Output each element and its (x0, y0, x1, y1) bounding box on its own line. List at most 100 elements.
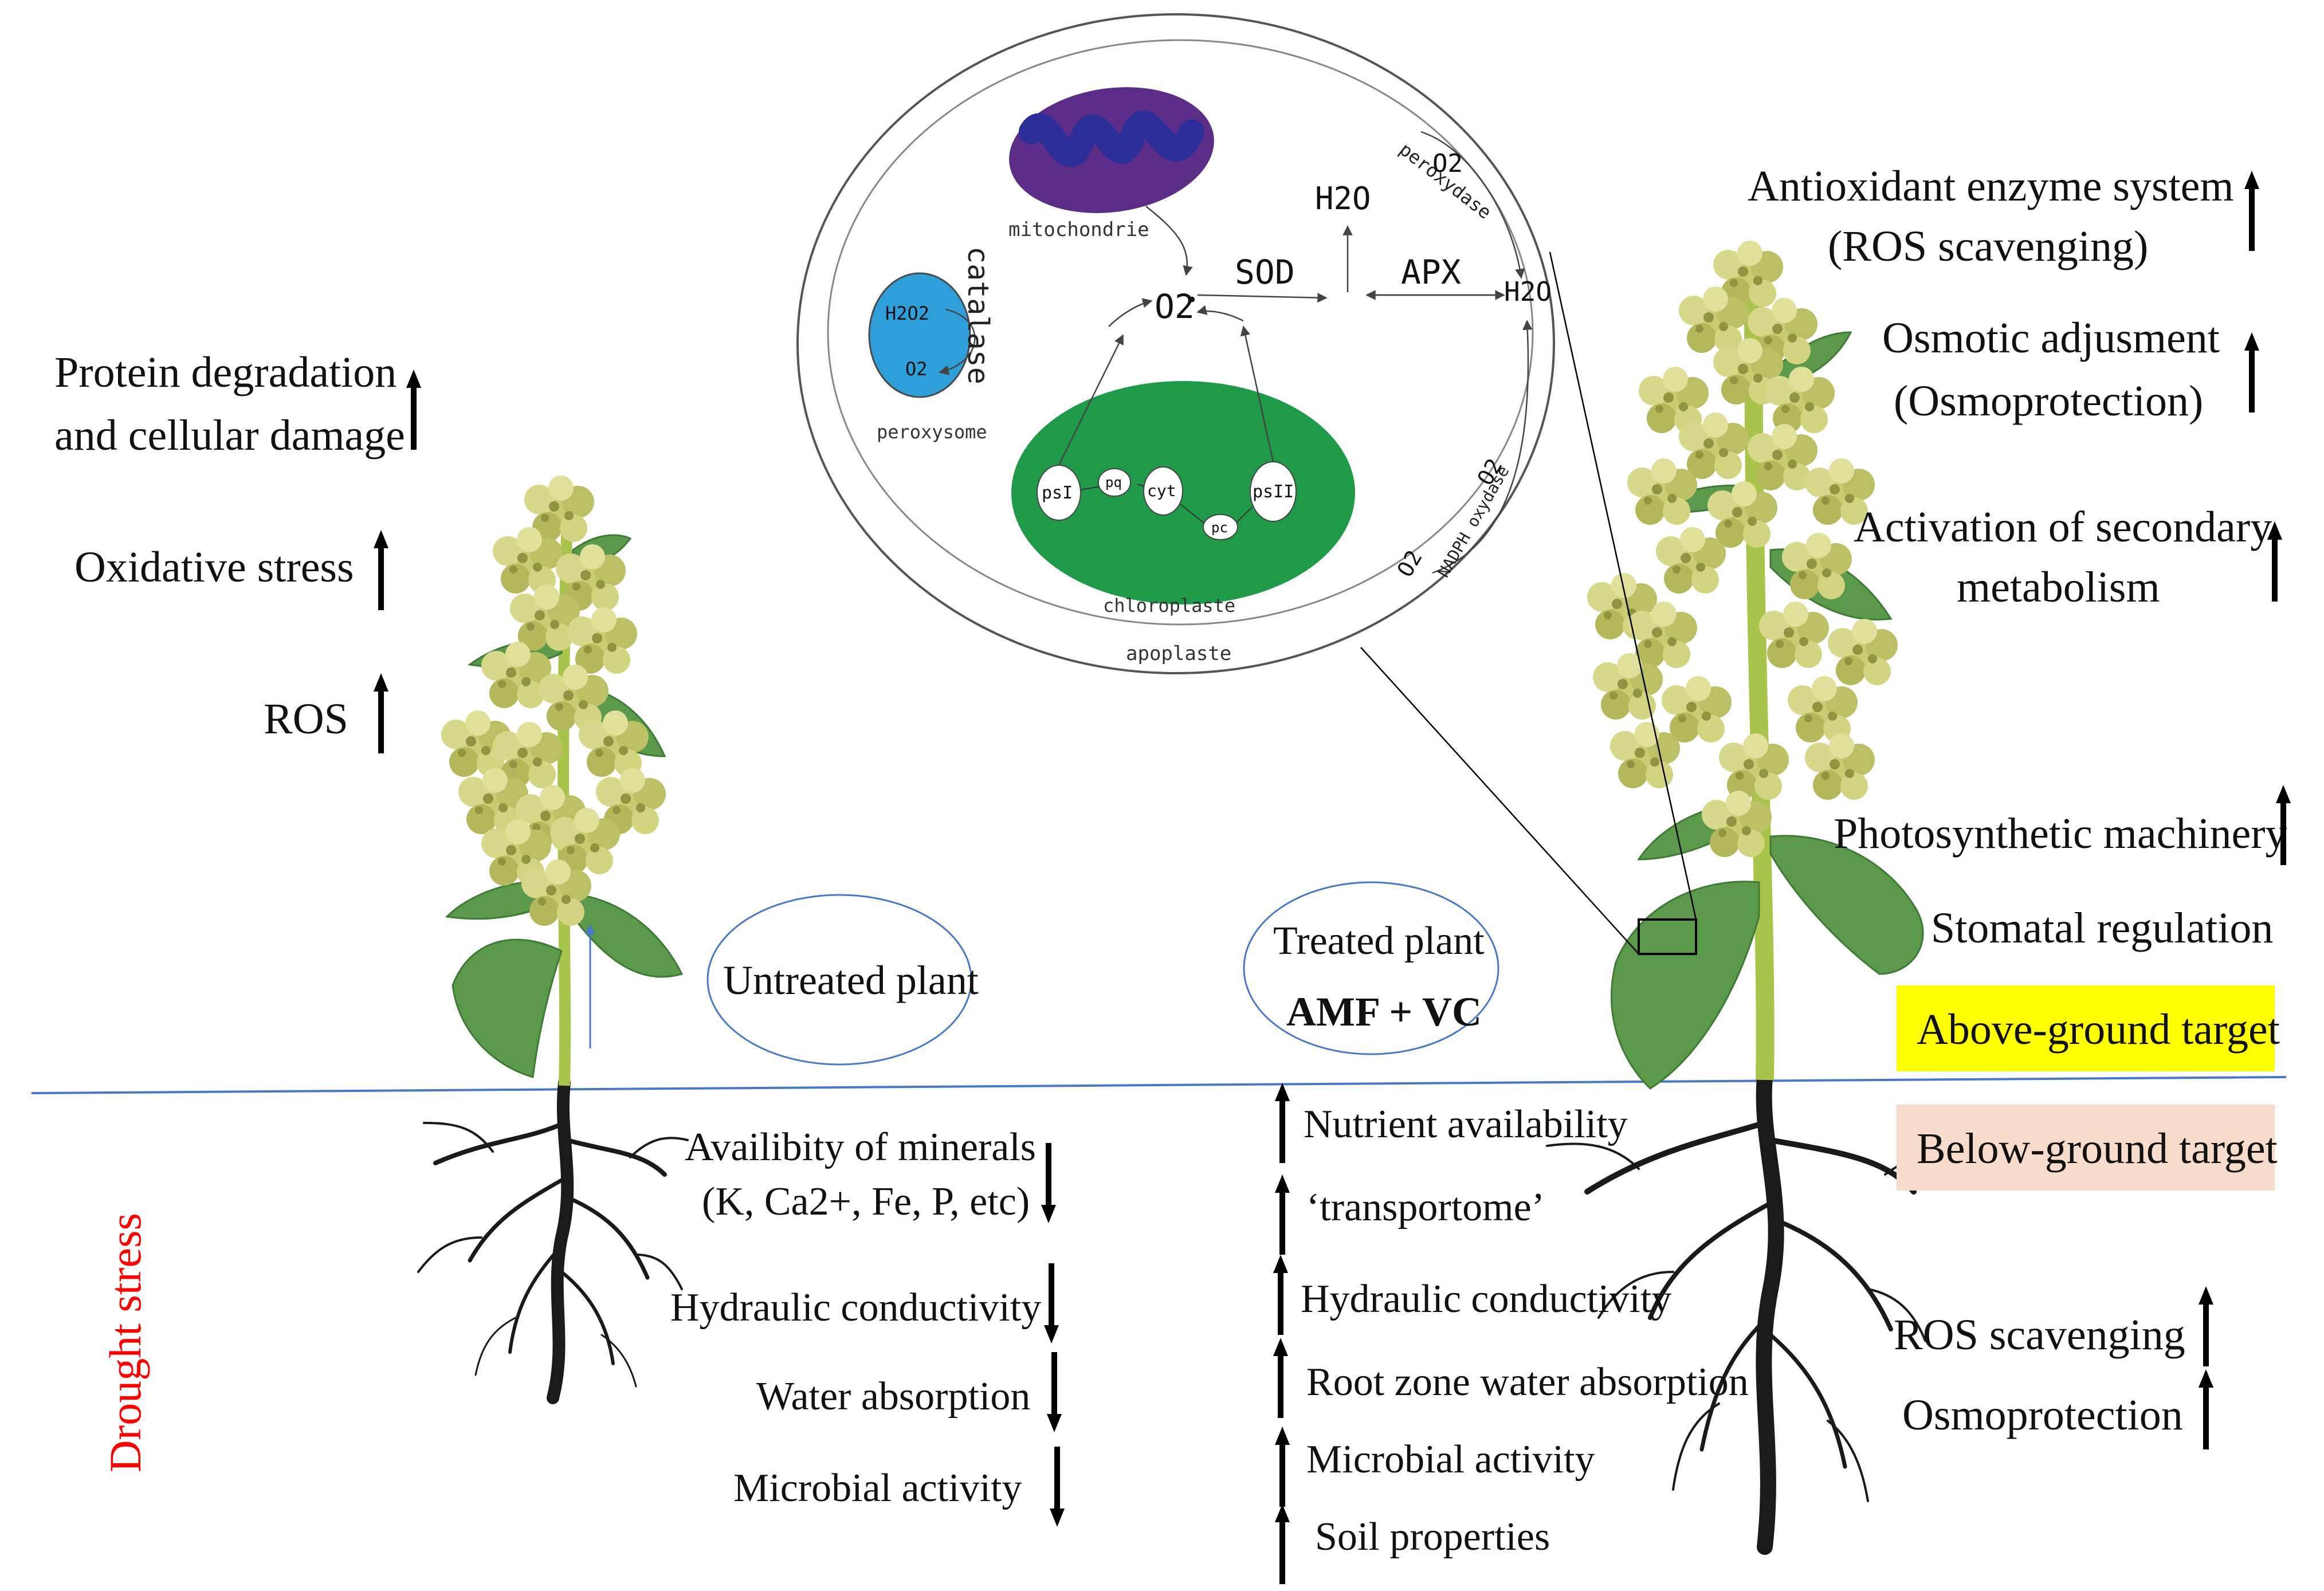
osmotic-line2: (Osmoprotection) (1894, 377, 2203, 425)
cell-outer-ellipse (796, 13, 1555, 674)
electron-chain: psI pq cyt pc psII (1037, 461, 1297, 540)
chloroplaste-label: chloroplaste (1103, 595, 1235, 616)
treated-microbial-up-arrow (1275, 1427, 1290, 1507)
ros-scavenging-up-arrow (2199, 1286, 2213, 1366)
antioxidant-line1: Antioxidant enzyme system (1748, 162, 2234, 210)
apx-label: APX (1401, 253, 1461, 292)
catalase-label: catalase (961, 246, 995, 384)
sod-label: SOD (1235, 253, 1295, 292)
nadph-arc (1432, 320, 1533, 574)
zoom-line-1 (1549, 252, 1697, 920)
oxidative-up-arrow (374, 530, 388, 610)
leaf-zoom-box (1638, 918, 1697, 955)
untreated-roots (417, 1077, 689, 1404)
zoom-line-2 (1360, 647, 1639, 954)
apoplaste-label: apoplaste (1126, 642, 1231, 665)
minerals-down-arrow (1041, 1143, 1056, 1223)
root-water-label: Root zone water absorption (1306, 1360, 1749, 1404)
treatment-label: AMF + VC (1286, 989, 1482, 1035)
mitochondria-cristae (1019, 111, 1204, 167)
treated-plant-illustration (1360, 241, 1961, 1555)
untreated-flowers (441, 476, 666, 926)
soil-label: Soil properties (1315, 1515, 1550, 1559)
water-absorption-label: Water absorption (756, 1374, 1030, 1419)
peroxydase-o2-label: O2 (1432, 149, 1463, 178)
drought-stress-label: Drought stress (100, 1213, 150, 1472)
minerals-line1: Availibity of minerals (685, 1125, 1036, 1169)
antioxidant-line2: (ROS scavenging) (1828, 222, 2148, 270)
peroxisome-o2-label: O2 (905, 358, 928, 380)
untreated-hydraulic-label: Hydraulic conductivity (670, 1286, 1041, 1330)
stomatal-label: Stomatal regulation (1931, 904, 2273, 952)
pq-label: pq (1105, 474, 1122, 490)
cyt-circle (1143, 466, 1183, 516)
secondary-line1: Activation of secondary (1854, 503, 2272, 551)
below-ground-box (1897, 1105, 2275, 1191)
peroxisome-to-o2-arrow (1108, 298, 1153, 327)
pc-label: pc (1211, 520, 1228, 536)
cyt-label: cyt (1147, 481, 1176, 500)
minerals-line2: (K, Ca2+, Fe, P, etc) (702, 1180, 1030, 1224)
water-down-arrow (1047, 1352, 1062, 1432)
ground-line (31, 1076, 2287, 1094)
transportome-up-arrow (1275, 1174, 1290, 1255)
osmoprotection-up-arrow (2199, 1369, 2213, 1449)
right-below-effects: ROS scavenging Osmoprotection (1894, 1286, 2213, 1449)
treated-hydraulic-up-arrow (1273, 1255, 1288, 1335)
h2o-right-label: H2O (1504, 276, 1552, 307)
oxidative-stress-label: Oxidative stress (74, 543, 354, 591)
right-effects: Antioxidant enzyme system (ROS scavengin… (1748, 162, 2291, 952)
ros-label: ROS (264, 695, 348, 743)
osmoprotection-label: Osmoprotection (1902, 1391, 2183, 1439)
psII-label: psII (1253, 482, 1294, 502)
left-effects: Protein degradation and cellular damage … (54, 348, 421, 753)
ros-scavenging-label: ROS scavenging (1894, 1311, 2185, 1359)
ros-up-arrow (374, 673, 388, 753)
mito-to-o2-arrow (1145, 206, 1193, 276)
peroxisome-h2o2-label: H2O2 (885, 303, 929, 324)
soil-up-arrow (1275, 1504, 1290, 1584)
protein-up-arrow (406, 370, 421, 450)
psII-to-o2-branch (1196, 305, 1244, 322)
nutrient-label: Nutrient availability (1304, 1102, 1628, 1146)
peroxysome-label: peroxysome (877, 421, 987, 443)
antioxidant-up-arrow (2244, 171, 2259, 251)
below-ground-label: Below-ground target (1917, 1125, 2278, 1173)
protein-degradation-line1: Protein degradation (54, 348, 397, 396)
cell-inner-ellipse (827, 39, 1534, 626)
nutrient-up-arrow (1275, 1083, 1290, 1163)
untreated-hydraulic-down-arrow (1044, 1263, 1059, 1343)
protein-degradation-line2: and cellular damage (54, 411, 405, 459)
catalase-arc (939, 308, 976, 375)
chloroplast-shape (1011, 381, 1355, 604)
cell-inset: mitochondrie H2O2 O2 catalase peroxysome… (796, 13, 1555, 674)
secondary-line2: metabolism (1957, 563, 2160, 611)
psI-label: psI (1042, 483, 1073, 503)
treated-hydraulic-label: Hydraulic conductivity (1301, 1277, 1671, 1321)
osmotic-line1: Osmotic adjusment (1882, 314, 2220, 362)
treated-label: Treated plant (1273, 919, 1485, 963)
h2o-top-label: H2O (1315, 180, 1371, 217)
untreated-microbial-down-arrow (1050, 1447, 1065, 1527)
untreated-plant-illustration (417, 476, 689, 1404)
untreated-ellipse (706, 894, 972, 1066)
root-water-up-arrow (1273, 1338, 1288, 1418)
psI-to-o2-arrow (1058, 334, 1124, 466)
treated-below-effects: Nutrient availability ‘transportome’ Hyd… (1273, 1083, 1749, 1584)
above-ground-box (1897, 985, 2275, 1071)
osmotic-up-arrow (2244, 332, 2259, 413)
mitochondrie-label: mitochondrie (1008, 218, 1149, 241)
above-ground-label: Above-ground target (1917, 1005, 2280, 1054)
transportome-label: ‘transportome’ (1306, 1185, 1545, 1229)
superoxide-charge: • (1186, 289, 1198, 312)
psII-to-o2-arrow (1240, 325, 1274, 462)
treated-ellipse (1243, 881, 1499, 1055)
untreated-microbial-label: Microbial activity (733, 1466, 1022, 1510)
superoxide-label: O2 (1155, 287, 1195, 326)
treated-microbial-label: Microbial activity (1306, 1437, 1595, 1482)
photosynthetic-label: Photosynthetic machinery (1834, 810, 2287, 858)
pq-circle (1098, 468, 1131, 497)
treated-stem (1744, 286, 1775, 1081)
